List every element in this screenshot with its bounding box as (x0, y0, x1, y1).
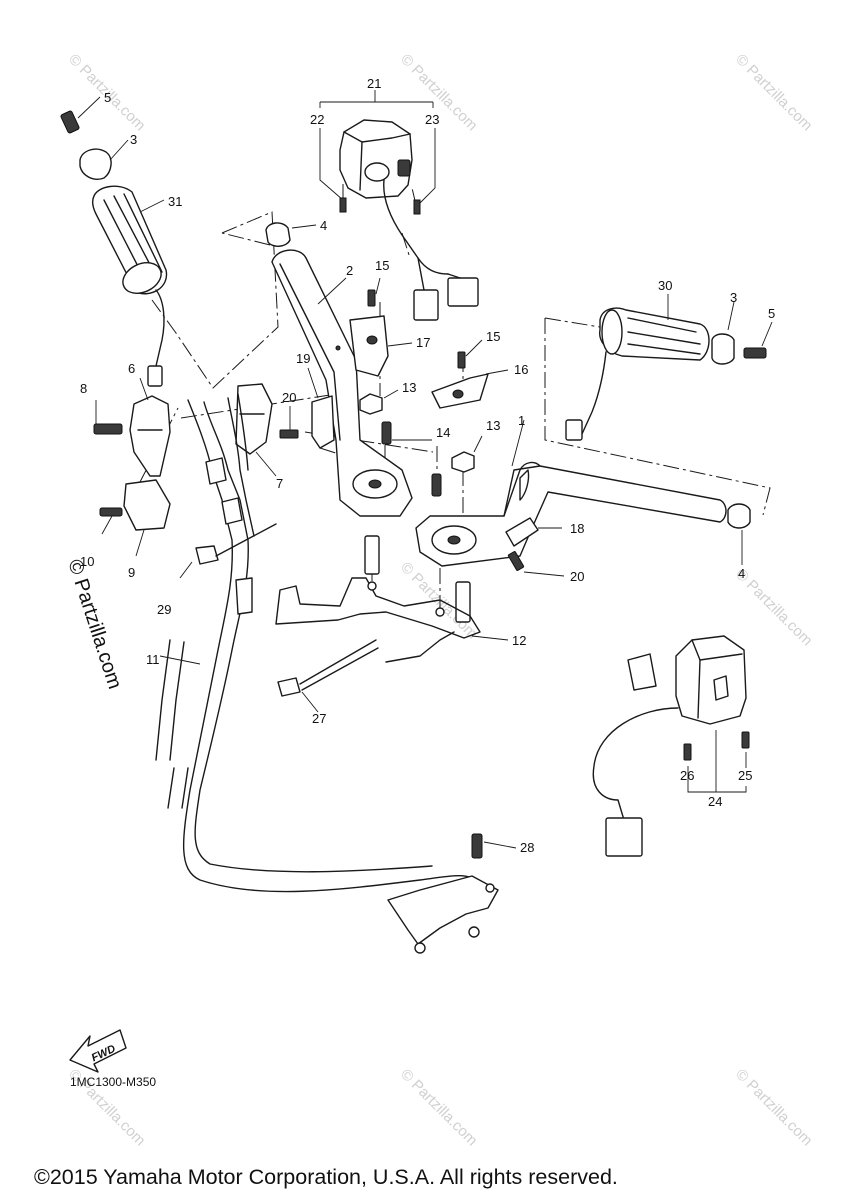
right-grip-assembly (565, 294, 773, 441)
callout-label: 24 (708, 794, 722, 809)
callout-label: 27 (312, 711, 326, 726)
callout-label: 11 (146, 652, 160, 667)
callout-label: 6 (128, 361, 135, 376)
brackets (279, 367, 565, 577)
callout-label: 3 (130, 132, 137, 147)
left-handlebar (271, 249, 413, 517)
callout-label: 19 (296, 351, 310, 366)
callout-label: 28 (520, 840, 534, 855)
callout-label: 20 (570, 569, 584, 584)
cable-guide-bracket (387, 833, 517, 954)
callout-label: 22 (310, 112, 324, 127)
watermark: © Partzilla.com (732, 1066, 815, 1149)
callout-label: 21 (367, 76, 381, 91)
left-switch-assembly (592, 635, 750, 857)
right-switch-assembly (319, 90, 479, 321)
callout-label: 4 (320, 218, 327, 233)
callout-label: 2 (346, 263, 353, 278)
callout-label: 10 (80, 554, 94, 569)
left-grip-assembly (60, 96, 168, 387)
watermark: © Partzilla.com (732, 51, 815, 134)
callout-label: 20 (282, 390, 296, 405)
throttle-housing (93, 377, 277, 557)
callout-label: 1 (518, 413, 525, 428)
callout-label: 14 (436, 425, 450, 440)
copyright-notice: ©2015 Yamaha Motor Corporation, U.S.A. A… (34, 1165, 618, 1189)
callout-label: 16 (514, 362, 528, 377)
callout-labels: 5 3 31 4 21 22 23 2 15 17 15 16 30 3 5 8… (80, 76, 775, 855)
callout-label: 15 (486, 329, 500, 344)
watermark: © Partzilla.com (397, 1066, 480, 1149)
callout-label: 18 (570, 521, 584, 536)
callout-label: 9 (128, 565, 135, 580)
right-handlebar (415, 419, 727, 567)
callout-label: 4 (738, 566, 745, 581)
diagram-code: 1MC1300-M350 (70, 1075, 156, 1089)
callout-label: 13 (486, 418, 500, 433)
throttle-cables (155, 393, 479, 893)
callout-label: 25 (738, 768, 752, 783)
callout-label: 3 (730, 290, 737, 305)
callout-label: 12 (512, 633, 526, 648)
callout-label: 8 (80, 381, 87, 396)
callout-label: 31 (168, 194, 182, 209)
handlebar-holder-stays (275, 535, 509, 663)
callout-label: 26 (680, 768, 694, 783)
callout-label: 23 (425, 112, 439, 127)
side-watermark: © Partzilla.com (63, 557, 126, 692)
callout-label: 30 (658, 278, 672, 293)
clamp-plates (349, 277, 509, 409)
callout-label: 15 (375, 258, 389, 273)
bar-end-weights (265, 222, 751, 565)
callout-label: 5 (768, 306, 775, 321)
cable-tie (277, 639, 379, 713)
callout-label: 13 (402, 380, 416, 395)
callout-label: 5 (104, 90, 111, 105)
nuts-and-bolts (359, 389, 483, 497)
callout-label: 17 (416, 335, 430, 350)
callout-label: 7 (276, 476, 283, 491)
callout-label: 29 (157, 602, 171, 617)
